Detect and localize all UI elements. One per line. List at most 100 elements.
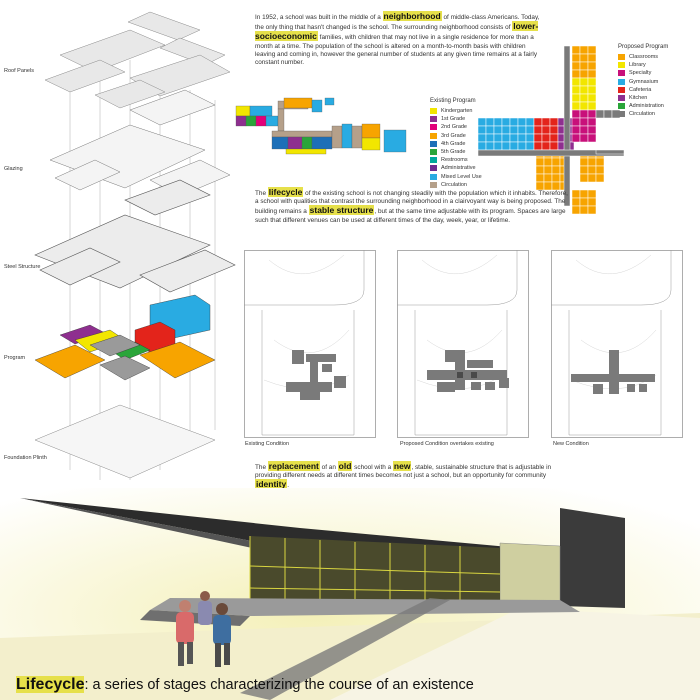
existing-plan-diagram: [235, 97, 407, 155]
legend-item: Mixed Level Use: [430, 173, 482, 181]
highlight-stable-structure: stable structure: [308, 205, 375, 216]
layer-label-steel-structure: Steel Structure: [4, 264, 41, 270]
program-cell: [493, 133, 503, 143]
legend-item: Circulation: [430, 181, 482, 189]
program-cell: [525, 117, 535, 127]
program-cell: [587, 173, 597, 183]
program-cell: [579, 77, 589, 87]
proposed-legend-title: Proposed Program: [618, 44, 669, 50]
program-cell: [485, 125, 495, 135]
legend-swatch: [430, 116, 437, 123]
program-cell: [517, 133, 527, 143]
program-cell: [517, 125, 527, 135]
program-cell: [603, 109, 613, 119]
program-cell: [551, 157, 561, 167]
program-cell: [533, 133, 543, 143]
program-cell: [571, 197, 581, 207]
foundation-plinth-layer: [34, 404, 216, 479]
legend-swatch: [618, 78, 625, 85]
legend-item: 5th Grade: [430, 148, 482, 156]
program-cell: [551, 165, 561, 175]
layer-label-glazing: Glazing: [4, 166, 23, 172]
program-cell: [587, 125, 597, 135]
program-cell: [541, 117, 551, 127]
glazed-facade: [250, 536, 500, 608]
program-cell: [587, 189, 597, 199]
program-cell: [571, 85, 581, 95]
circulation-corridor: [563, 45, 571, 207]
steel-structure-layer: [34, 179, 236, 293]
program-cell: [501, 133, 511, 143]
program-cell: [485, 141, 495, 151]
legend-item: 2nd Grade: [430, 123, 482, 131]
program-cell: [571, 205, 581, 215]
program-cell: [579, 45, 589, 55]
program-cell: [543, 157, 553, 167]
legend-item: 4th Grade: [430, 140, 482, 148]
intro-paragraph: In 1952, a school was built in the middl…: [255, 11, 540, 67]
program-cell: [587, 109, 597, 119]
legend-swatch: [618, 95, 625, 102]
proposed-program-legend: Proposed Program Classrooms Library Spec…: [618, 44, 668, 119]
legend-swatch: [618, 103, 625, 110]
legend-item: 1st Grade: [430, 115, 482, 123]
program-cell: [571, 45, 581, 55]
legend-swatch: [430, 132, 437, 139]
program-cell: [571, 109, 581, 119]
program-cell: [579, 61, 589, 71]
program-cell: [571, 61, 581, 71]
site-plan-existing: [244, 250, 376, 438]
program-cell: [579, 117, 589, 127]
program-cell: [579, 157, 589, 167]
highlight-replacement: replacement: [267, 461, 320, 471]
program-cell: [587, 117, 597, 127]
building-rendering: [0, 488, 700, 700]
program-cell: [517, 141, 527, 151]
side-facade: [499, 542, 561, 607]
condition-label-proposed: Proposed Condition overtakes existing: [400, 441, 494, 447]
sign-wall: [560, 508, 625, 608]
legend-item: Cafeteria: [618, 86, 668, 94]
legend-swatch: [430, 140, 437, 147]
program-cell: [477, 133, 487, 143]
condition-label-new: New Condition: [553, 441, 589, 447]
program-cell: [549, 141, 559, 151]
program-cell: [579, 197, 589, 207]
program-cell: [525, 141, 535, 151]
legend-swatch: [618, 54, 625, 61]
program-cell: [509, 133, 519, 143]
program-cell: [571, 93, 581, 103]
ramp-shadow: [240, 598, 450, 700]
legend-item: Classrooms: [618, 53, 668, 61]
legend-item: Kindergarten: [430, 107, 482, 115]
existing-program-legend: Existing Program Kindergarten 1st Grade …: [430, 98, 482, 189]
program-cell: [477, 125, 487, 135]
program-cell: [541, 141, 551, 151]
paved-plaza: [330, 608, 700, 700]
legend-swatch: [430, 181, 437, 188]
program-cell: [509, 125, 519, 135]
layer-label-roof-panels: Roof Panels: [4, 68, 34, 74]
legend-item: Kitchen: [618, 94, 668, 102]
program-cell: [571, 101, 581, 111]
program-cell: [525, 125, 535, 135]
program-cell: [587, 157, 597, 167]
highlight-old: old: [337, 461, 353, 471]
program-cell: [579, 133, 589, 143]
proposed-plan-diagram: [477, 45, 625, 215]
program-cell: [549, 133, 559, 143]
program-cell: [587, 69, 597, 79]
condition-label-existing: Existing Condition: [245, 441, 290, 447]
legend-swatch: [430, 165, 437, 172]
program-cell: [595, 109, 605, 119]
program-cell: [541, 133, 551, 143]
legend-item: Gymnasium: [618, 78, 668, 86]
program-cell: [571, 69, 581, 79]
roof-panels-layer: [44, 11, 231, 109]
program-cell: [493, 141, 503, 151]
glazing-layer: [49, 89, 231, 197]
site-plan-new: [551, 250, 683, 438]
program-cell: [533, 141, 543, 151]
caption-highlight: Lifecycle: [16, 676, 85, 693]
program-cell: [571, 77, 581, 87]
